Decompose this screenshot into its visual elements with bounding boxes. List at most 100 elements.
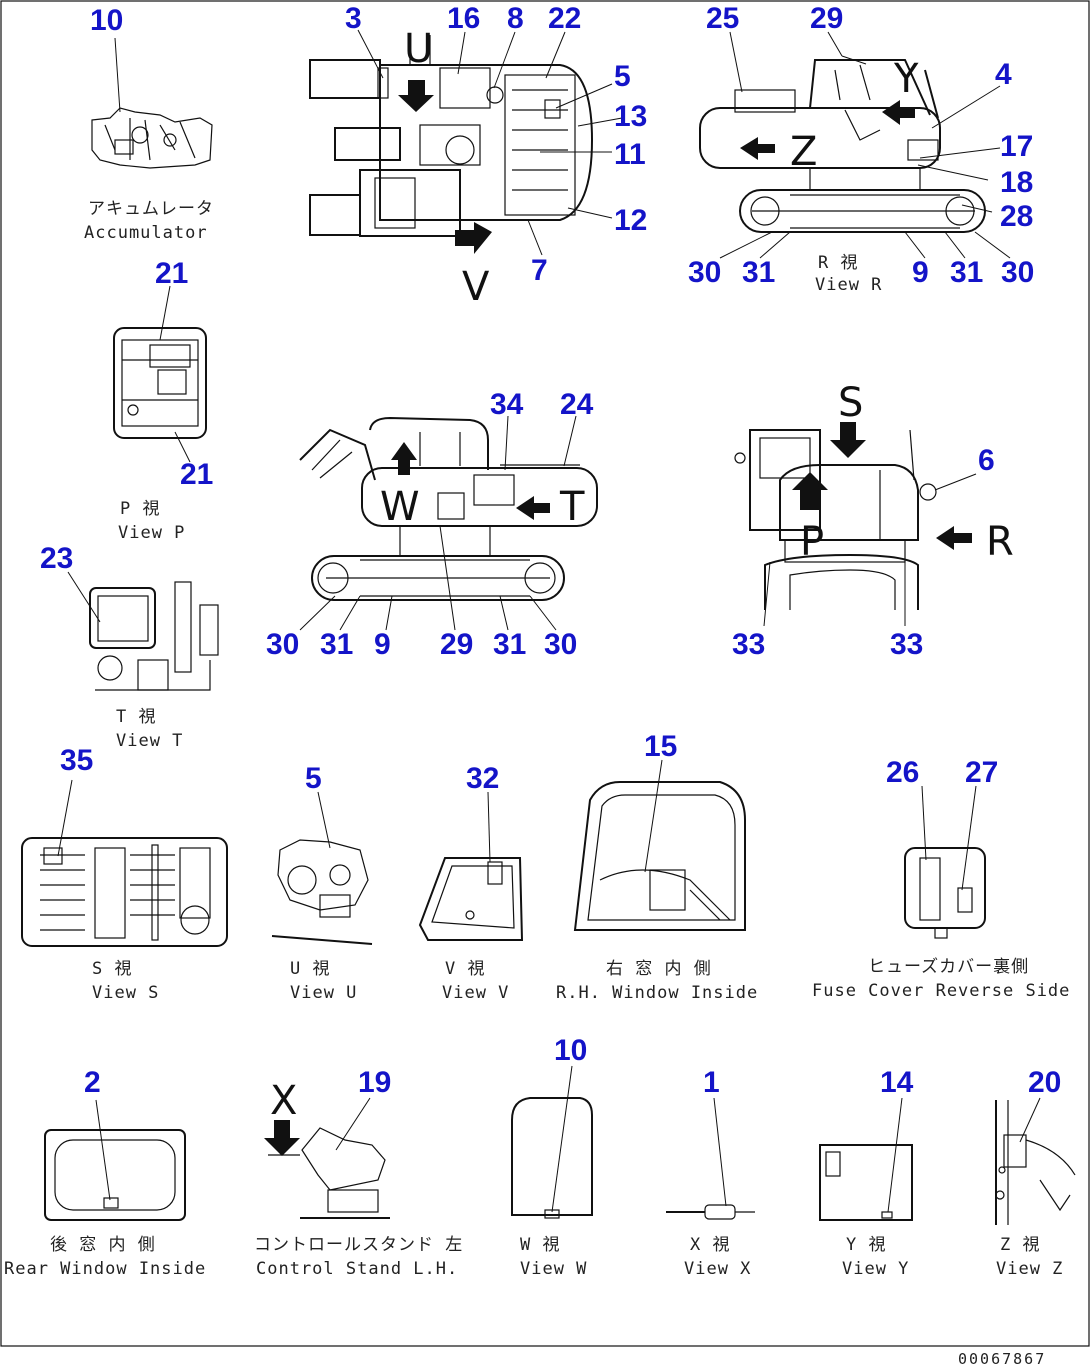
caption-accumulator-en: Accumulator (84, 223, 208, 243)
caption-view-x-jp: X 視 (690, 1235, 730, 1255)
caption-rear-window-en: Rear Window Inside (4, 1259, 206, 1279)
left-side-excavator-sketch (299, 416, 598, 601)
callout-33-right: 33 (890, 628, 923, 661)
arrow-view-w (391, 442, 417, 475)
leader-28 (961, 204, 993, 213)
leader-5b (317, 791, 331, 849)
leader-5a (555, 83, 613, 109)
callout-4: 4 (995, 58, 1012, 91)
caption-view-u-en: View U (290, 983, 357, 1003)
callout-18: 18 (1000, 166, 1033, 199)
letter-view-u: U (404, 26, 433, 72)
callout-10-view-w: 10 (554, 1034, 587, 1067)
caption-view-w-en: View W (520, 1259, 587, 1279)
caption-rh-window-jp: 右 窓 内 側 (606, 959, 712, 979)
caption-view-r-en: View R (815, 275, 882, 295)
callout-31-left-side-b: 31 (493, 628, 526, 661)
callout-32: 32 (466, 762, 499, 795)
letter-view-x: X (270, 1078, 297, 1124)
caption-view-p-en: View P (118, 523, 185, 543)
caption-view-z-en: View Z (996, 1259, 1063, 1279)
letter-view-z: Z (790, 129, 817, 175)
rear-window-sketch (44, 1129, 186, 1221)
leader-31a (759, 231, 791, 259)
top-plan-view (309, 35, 594, 237)
rh-window-sketch (573, 781, 746, 931)
leader-33a (763, 561, 771, 627)
callout-10-accumulator: 10 (90, 4, 123, 37)
caption-view-w-jp: W 視 (520, 1235, 560, 1255)
arrow-view-t (516, 496, 550, 520)
view-s-sketch (21, 837, 228, 947)
leader-26 (921, 785, 927, 861)
leader-15 (644, 759, 663, 873)
leader-7 (527, 219, 543, 256)
accumulator-sketch (91, 107, 213, 169)
callout-17: 17 (1000, 130, 1033, 163)
arrow-view-z (740, 137, 775, 160)
view-z-sketch (995, 1100, 1076, 1225)
leader-34 (504, 415, 509, 471)
caption-view-v-jp: V 視 (445, 959, 485, 979)
caption-view-v-en: View V (442, 983, 509, 1003)
callout-30-left-side-b: 30 (544, 628, 577, 661)
caption-view-z-jp: Z 視 (1000, 1235, 1040, 1255)
leader-16 (457, 31, 466, 75)
leader-20 (1019, 1097, 1041, 1143)
leader-31b (944, 231, 966, 259)
callout-14: 14 (880, 1066, 914, 1099)
view-t-sketch (89, 581, 219, 691)
leader-31d (499, 595, 509, 631)
leader-10a (114, 37, 121, 113)
callout-29-view-r: 29 (810, 2, 843, 35)
letter-view-y: Y (893, 56, 919, 102)
callout-26: 26 (886, 756, 919, 789)
callout-13: 13 (614, 100, 647, 133)
callout-6: 6 (978, 444, 995, 477)
callout-30-view-r-left: 30 (688, 256, 721, 289)
leader-12 (567, 207, 613, 219)
leader-3 (357, 29, 384, 79)
letter-view-r: R (986, 519, 1014, 565)
arrow-view-y (882, 100, 915, 125)
callout-2: 2 (84, 1066, 101, 1099)
view-p-sketch (113, 327, 207, 439)
leader-30b (974, 231, 1011, 259)
leader-19 (335, 1097, 371, 1151)
arrow-view-u (398, 80, 434, 112)
leader-30a (719, 231, 773, 259)
callout-21-top: 21 (155, 257, 188, 290)
letter-view-p: P (800, 519, 824, 565)
view-v-sketch (418, 857, 524, 941)
leader-22 (545, 31, 566, 79)
leader-9b (385, 595, 393, 631)
view-r-sketch (699, 59, 986, 233)
callout-5-view-u: 5 (305, 762, 322, 795)
callout-1: 1 (703, 1066, 720, 1099)
fuse-cover-sketch (904, 847, 986, 939)
callout-27: 27 (965, 756, 998, 789)
callout-12: 12 (614, 204, 647, 237)
leader-21b (174, 431, 191, 463)
callout-3: 3 (345, 2, 362, 35)
caption-view-y-jp: Y 視 (846, 1235, 886, 1255)
leader-9a (904, 231, 926, 259)
callout-30-left-side-a: 30 (266, 628, 299, 661)
caption-view-s-en: View S (92, 983, 159, 1003)
callout-22: 22 (548, 2, 581, 35)
leader-27 (961, 785, 977, 891)
callout-11: 11 (614, 138, 646, 171)
leader-2 (95, 1099, 111, 1201)
callout-33-left: 33 (732, 628, 765, 661)
leader-13 (577, 117, 623, 127)
callout-15: 15 (644, 730, 677, 763)
letter-view-s: S (838, 380, 863, 426)
callout-20: 20 (1028, 1066, 1061, 1099)
callout-30-view-r-right: 30 (1001, 256, 1034, 289)
callout-16: 16 (447, 2, 480, 35)
letter-view-t: T (559, 484, 585, 530)
leader-29a (827, 31, 867, 65)
control-stand-sketch (268, 1127, 390, 1219)
